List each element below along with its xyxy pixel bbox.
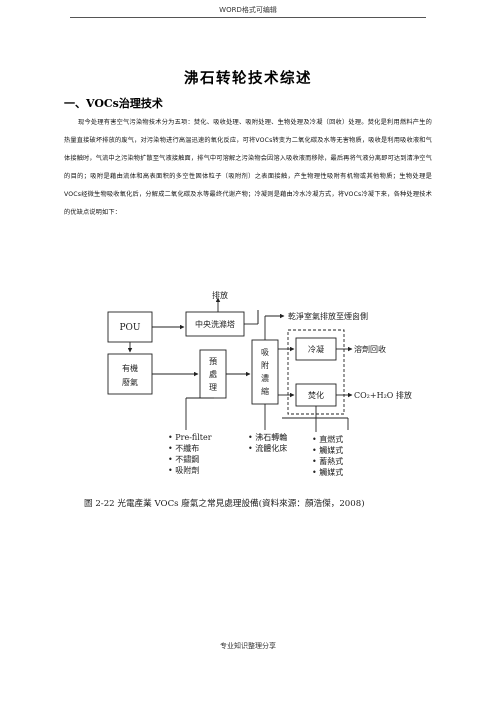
adsorption-option-1: • 沸石轉輪 — [248, 432, 287, 442]
clean-room-label: 乾淨室氣排放至煙囪側 — [288, 311, 368, 321]
incineration-option-4: • 觸媒式 — [312, 467, 343, 477]
section-heading: 一、VOCs治理技术 — [64, 97, 163, 110]
adsorption-label-1: 吸 — [261, 348, 269, 357]
scrubber-label: 中央洗滌塔 — [195, 319, 235, 329]
incineration-option-2: • 觸媒式 — [312, 445, 343, 455]
adsorption-label-3: 濃 — [261, 373, 269, 383]
body-text: 现今处理有害空气污染物技术分为五项：焚化、吸收处理、吸附处理、生物处理及冷凝（回… — [64, 114, 432, 223]
adsorption-label-4: 縮 — [261, 386, 269, 396]
page-header: WORD格式可编辑 — [219, 6, 277, 14]
adsorption-option-2: • 流體化床 — [248, 443, 287, 453]
pretreatment-label-1: 預 — [209, 357, 217, 366]
adsorption-label-2: 附 — [261, 360, 269, 370]
header-rule — [70, 17, 426, 18]
solvent-recovery-label: 溶劑回收 — [354, 344, 386, 354]
paragraph: 现今处理有害空气污染物技术分为五项：焚化、吸收处理、吸附处理、生物处理及冷凝（回… — [64, 119, 432, 217]
pre-filter-option-3: • 不鏽鋼 — [168, 454, 199, 464]
figure-caption: 圖 2-22 光電產業 VOCs 廢氣之常見處理設備(資料來源：顏浩傑，2008… — [84, 499, 365, 509]
incineration-option-3: • 蓄熱式 — [312, 456, 343, 466]
incineration-option-1: • 直燃式 — [312, 434, 343, 444]
pretreatment-label-3: 理 — [209, 383, 217, 392]
incineration-label: 焚化 — [308, 390, 324, 400]
pre-filter-option-1: • Pre-filter — [168, 433, 212, 442]
document-title: 沸石转轮技术综述 — [184, 70, 312, 87]
co2-output-label: CO₂+H₂O 排放 — [354, 390, 412, 400]
organic-gas-label-1: 有機 — [122, 363, 138, 373]
exhaust-top-label: 排放 — [212, 290, 228, 300]
page-footer: 专业知识整理分享 — [220, 642, 276, 650]
vocs-process-diagram: 排放 POU 中央洗滌塔 乾淨室氣排放至煙囪側 有機 廢氣 預 處 理 吸 附 … — [107, 290, 412, 477]
pretreatment-label-2: 處 — [209, 369, 217, 379]
pou-label: POU — [119, 323, 140, 333]
condense-label: 冷凝 — [308, 344, 324, 354]
organic-gas-box — [107, 353, 153, 395]
pre-filter-option-2: • 不纖布 — [168, 443, 199, 453]
organic-gas-label-2: 廢氣 — [122, 377, 138, 387]
pre-filter-option-4: • 吸附劑 — [168, 465, 199, 475]
